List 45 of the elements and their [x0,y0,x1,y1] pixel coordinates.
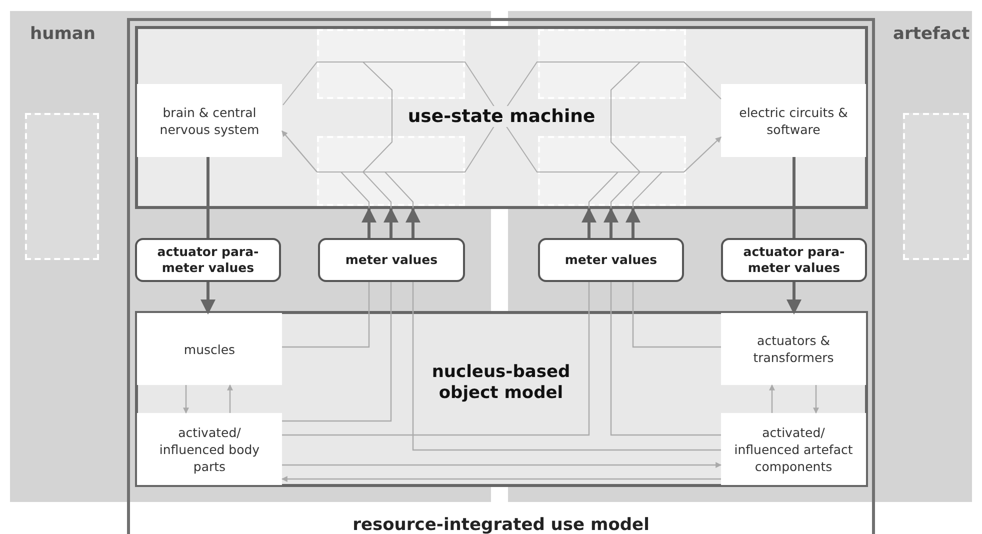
connector-line [282,282,392,422]
arrow [813,385,819,414]
arrow [604,208,618,238]
arrow [582,208,596,238]
value-label: actuator para- meter values [742,244,846,276]
arrow [227,384,233,413]
connector-line [632,282,721,348]
frame-title: resource-integrated use model [352,515,650,534]
connector-line [206,157,210,238]
value-label: meter values [564,252,658,268]
component-box: activated/ influenced artefact components [721,413,866,485]
arrow [281,476,721,482]
region-label: human [30,24,96,44]
arrow [200,282,216,314]
value-box [538,238,684,282]
arrow [406,208,420,238]
component-box: muscles [137,313,282,385]
value-box [135,238,281,282]
region-label: artefact [893,24,970,44]
value-label: meter values [345,252,438,268]
object-model-box [135,311,868,487]
value-box [318,238,465,282]
component-box: electric circuits & software [721,84,866,157]
value-box [721,238,867,282]
arrow [384,208,398,238]
connector-line [610,282,721,436]
arrow [626,208,640,238]
arrow [183,385,189,414]
connector-line [792,157,796,238]
connector-line [282,282,370,348]
state-machine-box [135,26,868,209]
model-frame [127,18,875,534]
arrow [282,130,318,172]
arrow [684,136,722,172]
arrow [786,282,802,314]
connector-line [282,282,590,436]
arrow [282,462,722,468]
component-box: activated/ influenced body parts [137,413,282,485]
arrow [769,384,775,413]
connector-line [412,282,721,451]
box-title: nucleus-based object model [430,362,572,404]
component-box: brain & central nervous system [137,84,282,157]
value-label: actuator para- meter values [156,244,260,276]
component-box: actuators & transformers [721,313,866,385]
arrow [362,208,376,238]
